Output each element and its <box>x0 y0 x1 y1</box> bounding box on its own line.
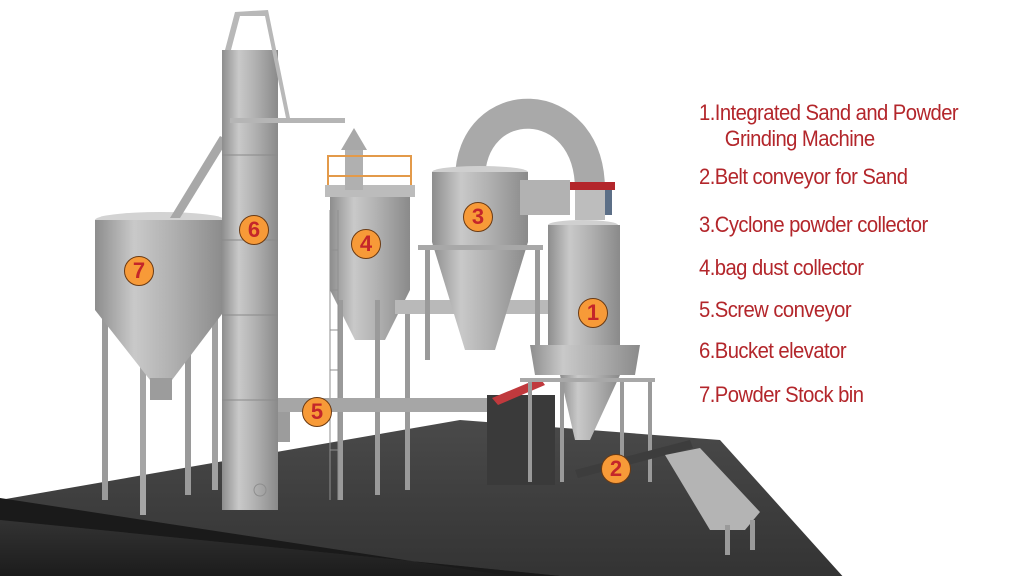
legend-item-4: 4.bag dust collector <box>699 255 864 280</box>
bucket-elevator <box>222 10 345 510</box>
legend-item-6: 6.Bucket elevator <box>699 338 847 363</box>
marker-6: 6 <box>239 215 269 245</box>
powder-stock-bin <box>95 136 228 515</box>
marker-2: 2 <box>601 454 631 484</box>
legend-item-1: 1.Integrated Sand and Powder Grinding Ma… <box>699 100 959 152</box>
legend-item-5: 5.Screw conveyor <box>699 297 852 322</box>
legend-item-7: 7.Powder Stock bin <box>699 382 864 407</box>
marker-5: 5 <box>302 397 332 427</box>
marker-7: 7 <box>124 256 154 286</box>
base-platform <box>0 420 843 576</box>
legend-item-3: 3.Cyclone powder collector <box>699 212 928 237</box>
cyclone-powder-collector <box>418 98 605 360</box>
grinding-machine <box>520 182 655 482</box>
marker-4: 4 <box>351 229 381 259</box>
marker-1: 1 <box>578 298 608 328</box>
machine-housing <box>487 395 555 485</box>
legend-label: 1.Integrated Sand and Powder <box>699 100 959 125</box>
marker-3: 3 <box>463 202 493 232</box>
screw-conveyor <box>278 398 508 442</box>
legend-label-continued: Grinding Machine <box>724 126 875 151</box>
legend-item-2: 2.Belt conveyor for Sand <box>699 164 908 189</box>
